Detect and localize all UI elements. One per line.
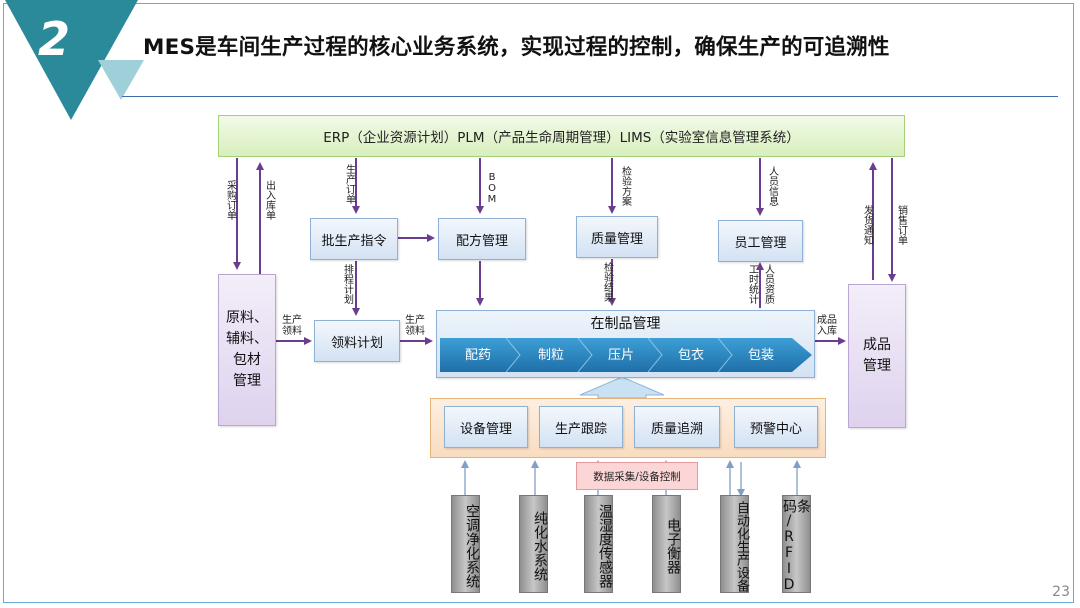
label-production-picking-2: 生产 领料 <box>405 315 425 337</box>
label-production-order: 生产订单 <box>343 164 355 204</box>
device-automation-equipment: 自动化生产设备 <box>720 495 749 593</box>
material-plan-box: 领料计划 <box>314 320 400 362</box>
label-production-picking-1: 生产 领料 <box>282 315 302 337</box>
label-inspection-plan: 检验方案 <box>619 166 631 206</box>
page-number: 23 <box>1052 584 1070 600</box>
label-staff-info: 人员信息 <box>766 166 778 206</box>
label-sales-order: 销售订单 <box>895 205 907 245</box>
process-chevron-bar <box>440 338 812 372</box>
erp-plm-lims-bar: ERP（企业资源计划）PLM（产品生命周期管理）LIMS（实验室信息管理系统） <box>218 115 905 157</box>
wip-management-title: 在制品管理 <box>590 316 661 332</box>
device-purified-water: 纯化水系统 <box>519 495 548 593</box>
label-finished-goods-in: 成品 入库 <box>817 315 837 337</box>
label-inspection-result: 检验结果 <box>601 262 613 302</box>
label-schedule-plan: 排程计划 <box>341 264 353 304</box>
quality-management-box: 质量管理 <box>576 216 658 258</box>
data-collection-label: 数据采集/设备控制 <box>576 462 698 490</box>
label-bom: BOM <box>486 172 498 205</box>
device-barcode-rfid: 条码/RFID <box>781 495 811 593</box>
stage-granulation: 制粒 <box>538 348 565 363</box>
alert-center-box: 预警中心 <box>734 406 818 448</box>
page-title: MES是车间生产过程的核心业务系统，实现过程的控制，确保生产的可追溯性 <box>143 35 890 60</box>
device-hvac: 空调净化系统 <box>451 495 480 593</box>
formula-management-box: 配方管理 <box>438 218 526 260</box>
device-temp-humidity-sensor: 温湿度传感器 <box>584 495 613 593</box>
slide-number-badge: 2 <box>38 12 71 66</box>
quality-trace-box: 质量追溯 <box>634 406 720 448</box>
title-underline <box>122 96 1058 97</box>
label-shipping-notice: 发货通知 <box>861 205 873 245</box>
stage-tableting: 压片 <box>608 348 635 363</box>
label-stock-in-out: 出入库单 <box>263 180 275 220</box>
label-purchase-order: 采购订单 <box>224 180 236 220</box>
label-work-hours-stat: 工时统计 <box>746 264 758 304</box>
stage-packaging: 包装 <box>748 348 775 363</box>
production-tracking-box: 生产跟踪 <box>539 406 623 448</box>
staff-management-box: 员工管理 <box>718 220 803 262</box>
finished-goods-management-box: 成品 管理 <box>848 284 906 428</box>
equipment-management-box: 设备管理 <box>444 406 528 448</box>
slide-frame <box>3 3 1074 603</box>
batch-order-box: 批生产指令 <box>310 218 398 260</box>
header-triangle-icon <box>5 0 144 120</box>
stage-coating: 包衣 <box>678 348 705 363</box>
device-electronic-scale: 电子衡器 <box>652 495 681 593</box>
stage-dispensing: 配药 <box>465 348 492 363</box>
label-staff-qualification: 人员资质 <box>762 264 774 304</box>
raw-material-management-box: 原料、 辅料、 包材 管理 <box>218 274 276 426</box>
